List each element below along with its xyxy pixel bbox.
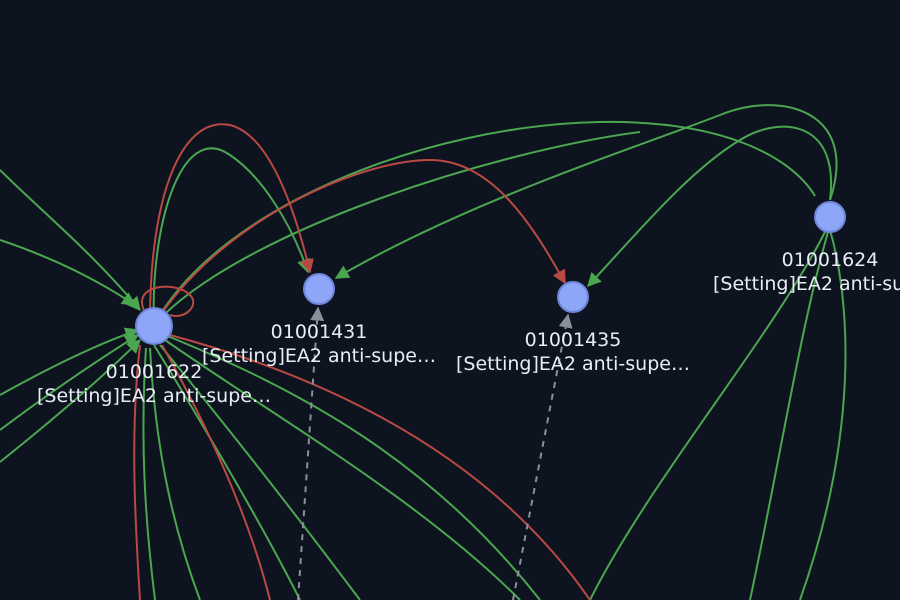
node-01001624[interactable]: 01001624 [Setting]EA2 anti-supe…	[713, 201, 900, 295]
node-id-label: 01001624	[782, 249, 879, 271]
edge-green[interactable]	[587, 125, 833, 288]
edges-layer	[0, 104, 847, 600]
edge-red[interactable]	[133, 344, 141, 600]
edge-green[interactable]	[153, 344, 301, 600]
node-circle[interactable]	[814, 201, 846, 233]
edge-green[interactable]	[589, 231, 826, 600]
node-id-label: 01001435	[525, 329, 622, 351]
edge-green[interactable]	[153, 131, 641, 326]
edge-red[interactable]	[169, 334, 591, 600]
node-circle[interactable]	[557, 281, 589, 313]
edge-green[interactable]	[0, 334, 140, 431]
node-01001435[interactable]: 01001435 [Setting]EA2 anti-supe…	[456, 281, 690, 375]
node-id-label: 01001431	[271, 321, 368, 343]
edge-green[interactable]	[159, 344, 361, 600]
edge-dashed[interactable]	[512, 313, 573, 600]
node-desc-label: [Setting]EA2 anti-supe…	[202, 345, 436, 367]
edge-green[interactable]	[149, 347, 201, 600]
edge-green[interactable]	[334, 104, 838, 279]
edge-dashed[interactable]	[297, 306, 325, 600]
node-id-label: 01001622	[106, 361, 203, 383]
edge-green[interactable]	[142, 347, 156, 600]
edge-green[interactable]	[0, 339, 141, 463]
edge-green[interactable]	[164, 339, 521, 600]
edge-red[interactable]	[141, 285, 195, 317]
edge-green[interactable]	[0, 169, 141, 312]
node-desc-label: [Setting]EA2 anti-supe…	[37, 385, 271, 407]
edge-green[interactable]	[164, 334, 541, 600]
node-desc-label: [Setting]EA2 anti-supe…	[456, 353, 690, 375]
node-circle[interactable]	[135, 307, 173, 345]
edge-red[interactable]	[161, 344, 271, 600]
nodes-layer: 01001622 [Setting]EA2 anti-supe… 0100143…	[37, 201, 900, 407]
edge-green[interactable]	[152, 147, 311, 326]
edge-red[interactable]	[149, 123, 314, 321]
edge-red[interactable]	[153, 158, 566, 326]
node-01001431[interactable]: 01001431 [Setting]EA2 anti-supe…	[202, 273, 436, 367]
edge-green[interactable]	[0, 327, 140, 396]
edge-green[interactable]	[799, 229, 847, 600]
node-01001622[interactable]: 01001622 [Setting]EA2 anti-supe…	[37, 307, 271, 407]
edge-green[interactable]	[749, 231, 829, 600]
edge-green[interactable]	[0, 239, 137, 306]
node-circle[interactable]	[303, 273, 335, 305]
node-desc-label: [Setting]EA2 anti-supe…	[713, 273, 900, 295]
